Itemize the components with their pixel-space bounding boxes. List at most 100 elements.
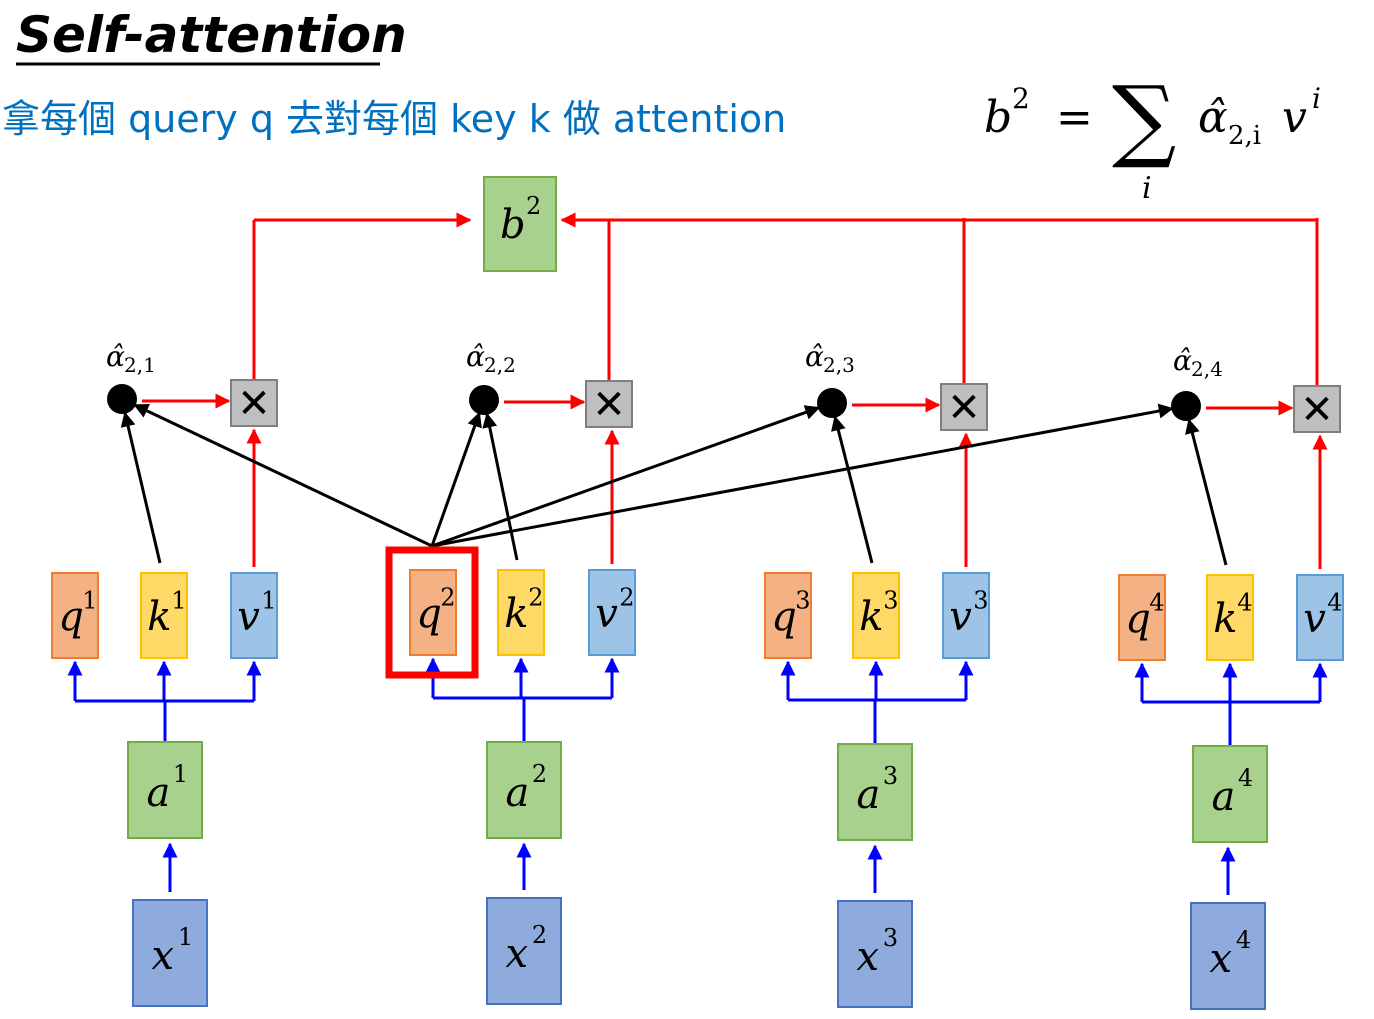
query-q3-box (764, 572, 812, 659)
value-v2-symbol: v (595, 591, 618, 637)
embedding-a3-sup: 3 (883, 762, 898, 790)
connection-wires (67, 212, 1328, 895)
query-q2-box (409, 569, 457, 656)
slide-title: Self-attention (16, 6, 407, 64)
embedding-a4-box (1192, 745, 1268, 843)
value-v4-box (1296, 574, 1344, 661)
input-x3-box (837, 900, 913, 1008)
key-k1-symbol: k (147, 594, 171, 640)
multiply-icon: ✕ (1300, 387, 1334, 433)
input-x1-symbol: x (152, 933, 175, 979)
multiply-icon: ✕ (592, 382, 626, 428)
query-q1-symbol: q (58, 594, 84, 640)
query-q4-box (1118, 574, 1166, 661)
value-v2-sup: 2 (619, 583, 634, 611)
input-x2-box (486, 897, 562, 1005)
input-x1-box (132, 899, 208, 1007)
query-q3-sup: 3 (795, 586, 810, 614)
key-to-score-arrow (120, 411, 162, 564)
embedding-a1-box (127, 741, 203, 839)
key-k2-sup: 2 (528, 583, 543, 611)
key-k1-sup: 1 (171, 586, 186, 614)
input-x4-box (1190, 902, 1266, 1010)
key-k4-symbol: k (1213, 596, 1237, 642)
multiply-box-4 (1293, 385, 1341, 433)
attention-weight-sub-4: 2,4 (1191, 357, 1223, 381)
attention-score-dot-3 (817, 388, 847, 418)
key-k3-box (852, 572, 900, 659)
input-x2-symbol: x (506, 931, 529, 977)
input-x4-sup: 4 (1236, 926, 1251, 954)
embedding-a1-symbol: a (147, 770, 171, 816)
formula-v-sup: i (1312, 82, 1321, 115)
attention-score-dot-4 (1171, 391, 1201, 421)
value-v3-box (942, 572, 990, 659)
embedding-a2-sup: 2 (532, 760, 547, 788)
input-x1-sup: 1 (178, 923, 193, 951)
key-to-score-arrow (482, 412, 519, 561)
slide-subtitle: 拿每個 query q 去對每個 key k 做 attention (2, 97, 786, 141)
embedding-a2-box (486, 741, 562, 839)
input-x4-symbol: x (1210, 936, 1233, 982)
key-k4-box (1206, 574, 1254, 661)
output-b2-symbol: b (500, 202, 526, 248)
formula-sigma-sub: i (1142, 171, 1152, 206)
key-k3-sup: 3 (883, 586, 898, 614)
attention-weight-symbol-3: α̂ (805, 340, 824, 373)
output-b2-sup: 2 (526, 192, 541, 220)
embedding-a1-sup: 1 (173, 760, 188, 788)
attention-weight-symbol-4: α̂ (1173, 344, 1192, 377)
multiply-icon: ✕ (947, 385, 981, 431)
attention-weight-sub-3: 2,3 (823, 353, 855, 377)
multiply-box-1 (230, 379, 278, 427)
value-v2-box (588, 569, 636, 656)
query-to-score-arrow (431, 403, 1174, 548)
formula-alpha: α̂ (1198, 92, 1228, 143)
key-to-score-arrow (1185, 418, 1228, 566)
query-q2-sup: 2 (440, 583, 455, 611)
value-v3-sup: 3 (973, 586, 988, 614)
formula-equals: = (1056, 92, 1093, 143)
query-to-score-arrow (431, 405, 821, 548)
embedding-a3-box (837, 743, 913, 841)
query-to-score-arrow (430, 411, 482, 547)
attention-weight-sub-2: 2,2 (484, 353, 516, 377)
key-k3-symbol: k (859, 594, 883, 640)
value-v4-symbol: v (1303, 596, 1326, 642)
formula-alpha-sub: 2,i (1228, 121, 1261, 151)
multiply-box-3 (940, 383, 988, 431)
output-b2-box (483, 176, 557, 272)
formula-sigma: ∑ (1112, 67, 1176, 172)
output-formula: b 2 = ∑ i α̂ 2,i v i (984, 67, 1321, 206)
input-x3-symbol: x (857, 934, 880, 980)
attention-weight-symbol-1: α̂ (106, 340, 125, 373)
input-x2-sup: 2 (532, 921, 547, 949)
input-x3-sup: 3 (883, 924, 898, 952)
query-q1-box (51, 572, 99, 659)
value-v4-sup: 4 (1327, 588, 1342, 616)
output-b2-node: b 2 (483, 176, 557, 272)
key-k4-sup: 4 (1237, 588, 1252, 616)
query-q4-sup: 4 (1149, 588, 1164, 616)
value-v1-box (230, 572, 278, 659)
query-q1-sup: 1 (82, 586, 97, 614)
key-k2-symbol: k (504, 591, 528, 637)
multiply-icon: ✕ (237, 381, 271, 427)
embedding-a2-symbol: a (506, 770, 530, 816)
embedding-a3-symbol: a (857, 772, 881, 818)
multiply-box-2 (585, 380, 633, 428)
attention-weight-symbol-2: α̂ (466, 340, 485, 373)
formula-lhs: b (984, 92, 1012, 143)
attention-score-dot-1 (107, 384, 137, 414)
embedding-a4-symbol: a (1212, 774, 1236, 820)
query-q2-symbol: q (416, 591, 442, 637)
attention-weight-sub-1: 2,1 (124, 353, 156, 377)
query-q4-symbol: q (1125, 596, 1151, 642)
